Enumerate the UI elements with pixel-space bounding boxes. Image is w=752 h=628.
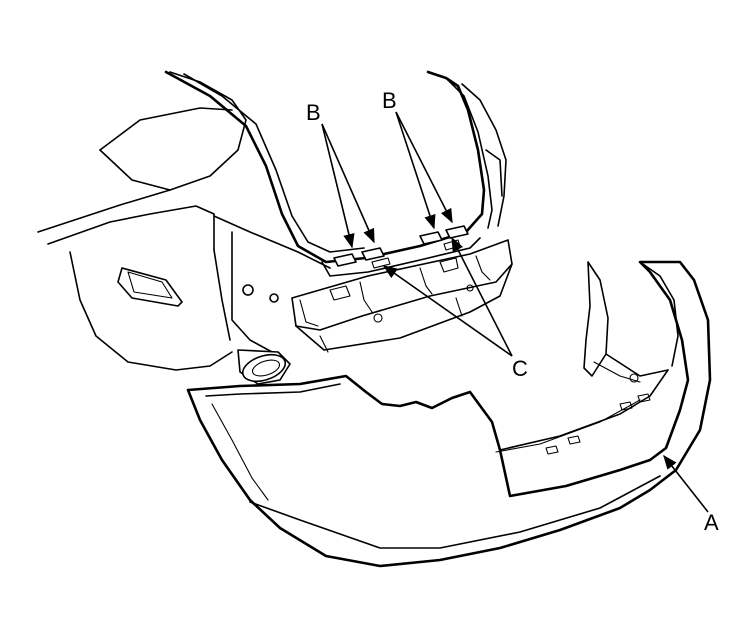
rear-bumper-cover: [186, 260, 712, 568]
leader-c-2: [451, 236, 513, 357]
leader-c-1: [382, 265, 513, 357]
label-a: A: [704, 510, 719, 535]
callout-leaders: [321, 111, 709, 513]
label-c: C: [512, 356, 528, 381]
leader-a: [663, 454, 709, 513]
label-b-right: B: [382, 88, 397, 113]
callout-labels: B B C A: [306, 88, 719, 535]
leader-b-left-2: [321, 123, 375, 244]
leader-b-right-2: [395, 111, 453, 224]
leader-b-left-1: [321, 123, 355, 249]
label-b-left: B: [306, 100, 321, 125]
vehicle-rear-body: [37, 70, 513, 385]
leader-b-right-1: [395, 111, 436, 230]
